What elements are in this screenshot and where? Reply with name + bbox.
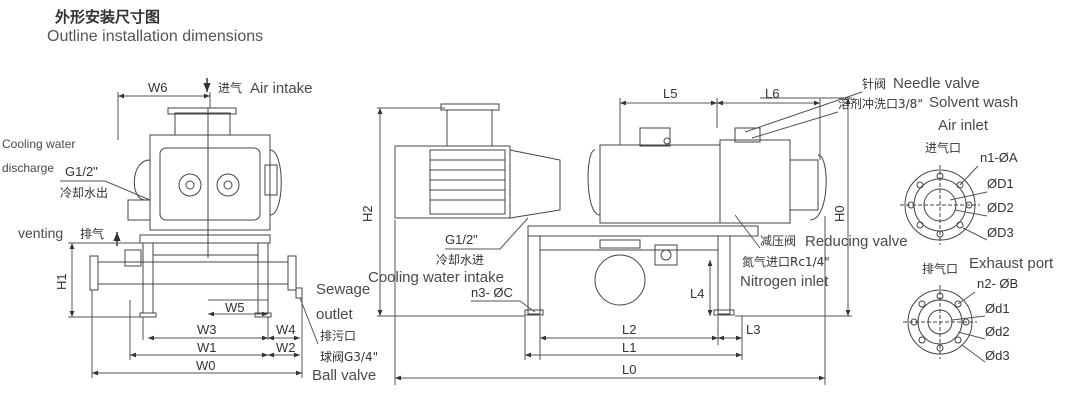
side-view-machine — [394, 103, 827, 316]
flange-holes-n2b: n2- ØB — [977, 276, 1018, 291]
ball-valve-label-zh: 球阀G3/4" — [320, 350, 378, 364]
nitrogen-inlet-label-en: Nitrogen inlet — [740, 273, 829, 290]
flange-d2: ØD2 — [987, 200, 1014, 215]
dim-l0: L0 — [622, 362, 636, 377]
sewage-outlet-label-en-2: outlet — [316, 306, 354, 323]
ball-valve-label-en: Ball valve — [312, 367, 376, 384]
reducing-valve-label-zh: 减压阀 — [760, 234, 796, 248]
solvent-wash-label-en: Solvent wash — [929, 94, 1018, 111]
cooling-discharge-label-en-2: discharge — [2, 161, 54, 175]
venting-label-en: venting — [18, 225, 63, 241]
dim-w1: W1 — [197, 340, 217, 355]
page-title-chinese: 外形安装尺寸图 — [55, 8, 161, 26]
dim-w6: W6 — [148, 80, 168, 95]
needle-valve-label-en: Needle valve — [893, 75, 980, 92]
air-inlet-label-zh: 进气口 — [925, 140, 961, 155]
flange-d3: ØD3 — [987, 225, 1014, 240]
air-inlet-label-en: Air inlet — [938, 117, 989, 134]
dim-w3: W3 — [197, 322, 217, 337]
dim-h0: H0 — [832, 205, 847, 222]
dim-w2: W2 — [276, 340, 296, 355]
exhaust-port-label-en: Exhaust port — [969, 255, 1054, 272]
dim-w5: W5 — [225, 300, 245, 315]
flange-dd2: Ød2 — [985, 324, 1010, 339]
air-intake-label-zh: 进气 — [218, 80, 242, 95]
needle-valve-label-zh: 针阀 — [862, 76, 886, 91]
flange-dd1: Ød1 — [985, 301, 1010, 316]
page-title-english: Outline installation dimensions — [47, 28, 264, 45]
dim-l6: L6 — [765, 86, 779, 101]
exhaust-port-label-zh: 排气口 — [922, 261, 958, 276]
flange-dd3: Ød3 — [985, 348, 1010, 363]
sewage-outlet-label-en-1: Sewage — [316, 281, 370, 298]
nitrogen-inlet-label-zh: 氮气进口Rc1/4" — [742, 254, 830, 269]
cooling-discharge-label-zh: 冷却水出 — [60, 186, 108, 200]
dim-w4: W4 — [276, 322, 296, 337]
dim-w0: W0 — [196, 358, 216, 373]
sewage-outlet-label-zh: 排污口 — [320, 329, 356, 343]
dim-l1: L1 — [622, 340, 636, 355]
air-intake-label-en: Air intake — [250, 80, 313, 97]
cooling-discharge-thread: G1/2" — [65, 164, 98, 179]
cooling-discharge-label-en-1: Cooling water — [2, 137, 75, 151]
dim-h2: H2 — [360, 205, 375, 222]
reducing-valve-label-en: Reducing valve — [805, 233, 908, 250]
cooling-intake-label-en: Cooling water intake — [368, 269, 504, 286]
front-view-machine — [89, 107, 303, 318]
anchor-holes-n3c: n3- ØC — [471, 285, 513, 300]
venting-label-zh: 排气 — [80, 226, 104, 241]
flange-holes-n1a: n1-ØA — [980, 150, 1018, 165]
dim-l4: L4 — [690, 286, 704, 301]
cooling-intake-thread: G1/2" — [445, 232, 478, 247]
dim-l3: L3 — [746, 322, 760, 337]
dim-l5: L5 — [663, 86, 677, 101]
solvent-wash-label-zh: 溶剂冲洗口3/8" — [838, 96, 923, 111]
cooling-intake-label-zh: 冷却水进 — [436, 253, 484, 267]
air-inlet-flange — [900, 165, 980, 245]
flange-d1: ØD1 — [987, 176, 1014, 191]
dim-h1: H1 — [54, 273, 69, 290]
dim-l2: L2 — [622, 322, 636, 337]
exhaust-flange — [903, 285, 977, 359]
